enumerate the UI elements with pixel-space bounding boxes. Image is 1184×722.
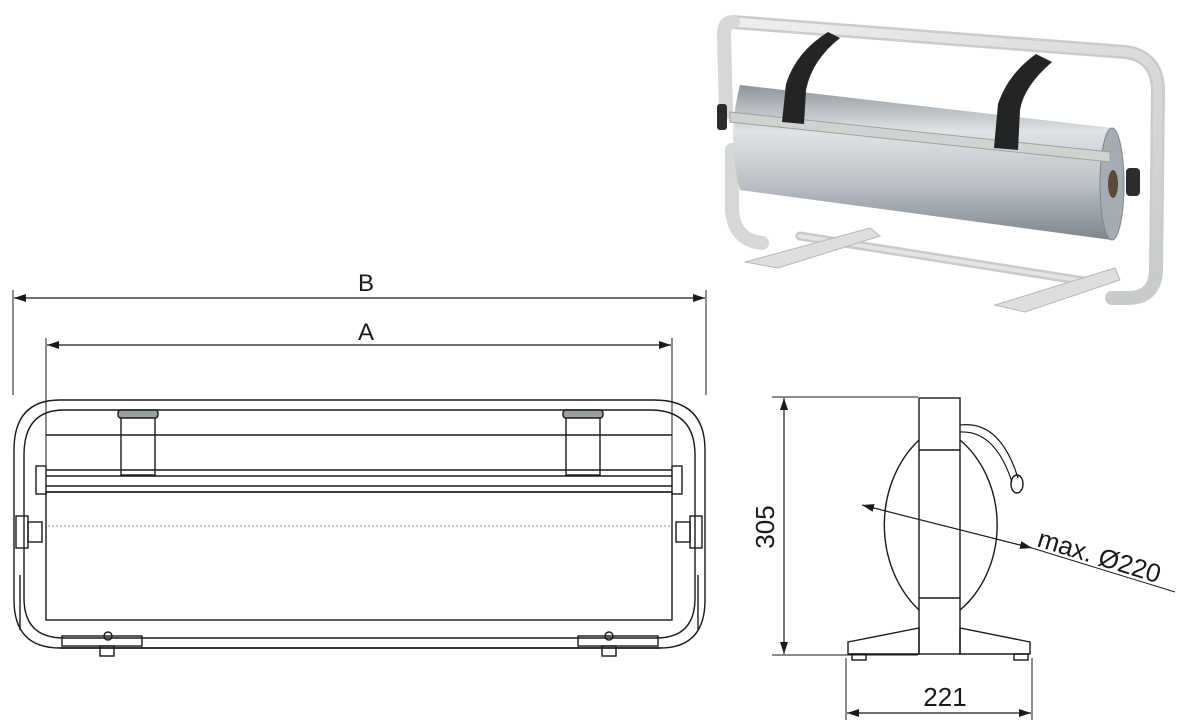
dimension-b-label: B <box>358 270 374 297</box>
dimension-a-label: A <box>358 319 374 346</box>
dimension-height: 305 <box>750 396 918 656</box>
dimension-diameter-label: max. Ø220 <box>1034 523 1164 589</box>
front-view-drawing <box>13 399 706 657</box>
dimension-height-label: 305 <box>750 505 780 548</box>
dimension-diameter: max. Ø220 <box>861 504 1176 593</box>
dimension-depth: 221 <box>845 658 1033 720</box>
roll-dispenser-photo-icon <box>716 15 1165 313</box>
dimension-a: A <box>45 319 673 468</box>
side-view-drawing <box>847 397 1031 661</box>
dimension-b: B <box>12 270 707 395</box>
dimension-depth-label: 221 <box>923 682 966 712</box>
